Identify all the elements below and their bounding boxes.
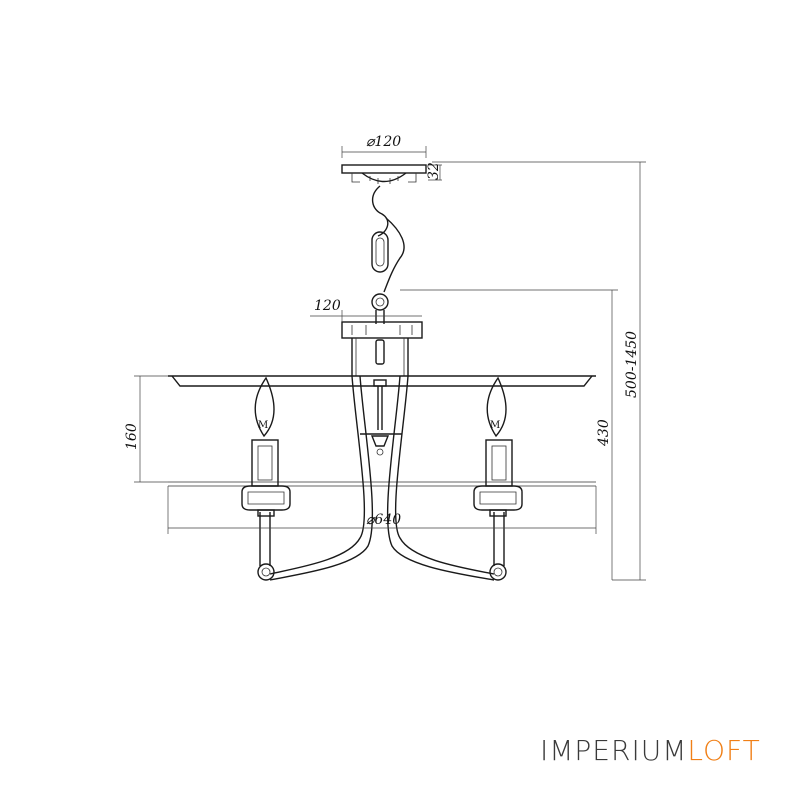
total-height-label: 500-1450 [624, 331, 640, 398]
brand-logo: IMPERIUMLOFT [540, 734, 761, 767]
body-width-label: 120 [314, 298, 341, 314]
body-height-label: 430 [596, 419, 612, 447]
left-candle: M [241, 376, 291, 566]
brand-part-loft: LOFT [687, 734, 761, 767]
shade-height-label: 160 [124, 423, 140, 450]
lamp-shade [168, 375, 596, 487]
dimension-lines [134, 146, 646, 581]
shade-diameter-label: ⌀640 [366, 512, 401, 528]
body-plate [341, 321, 423, 376]
center-stem [360, 339, 402, 456]
ceiling-canopy [341, 164, 427, 184]
bulb-mark-left: M [258, 420, 268, 431]
brand-part-imperium: IMPERIUM [540, 734, 688, 767]
chandelier-arms [257, 375, 507, 581]
bulb-mark-right: M [490, 420, 500, 431]
chain [371, 185, 405, 324]
right-candle: M [473, 376, 523, 566]
canopy-diameter-label: ⌀120 [366, 134, 401, 150]
dimension-labels: ⌀120 32 120 500-1450 430 160 ⌀640 [124, 134, 640, 528]
canopy-height-label: 32 [426, 162, 442, 180]
